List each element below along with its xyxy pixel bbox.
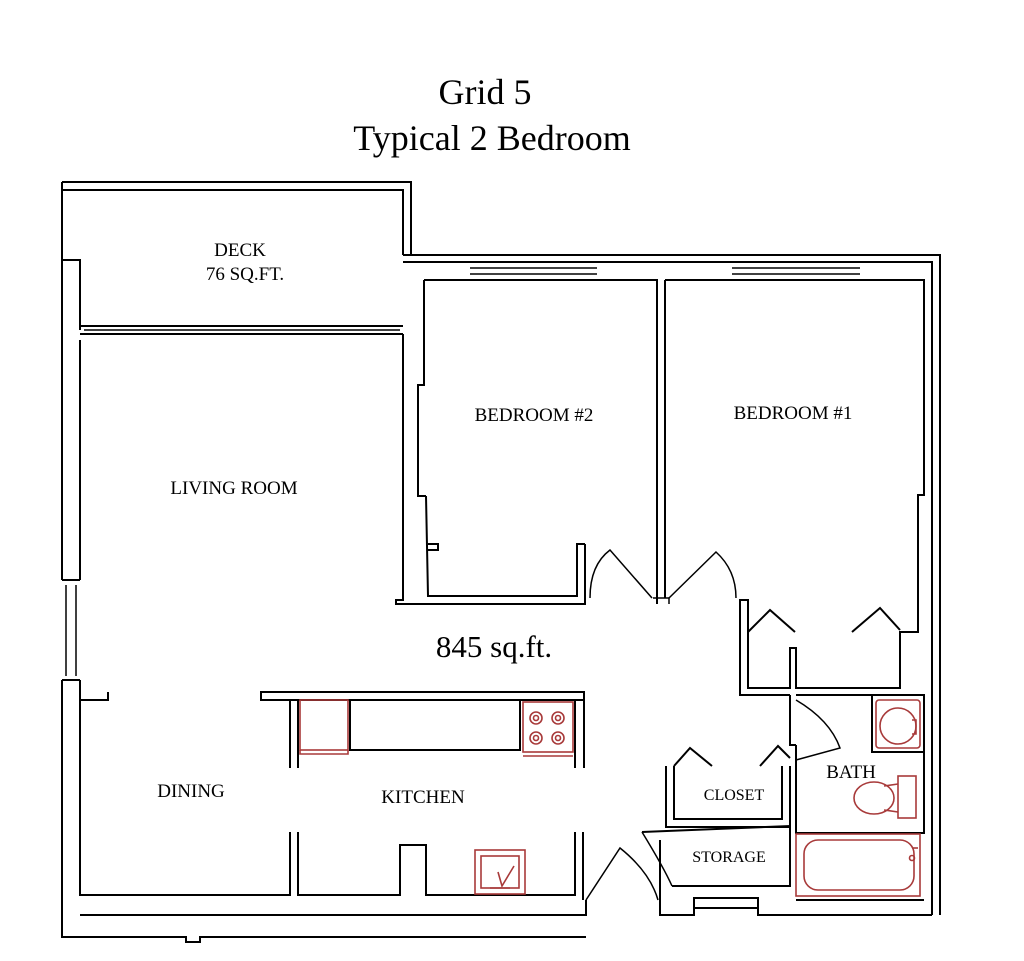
total-area-label: 845 sq.ft.: [436, 629, 552, 664]
dining-label: DINING: [157, 781, 225, 802]
bedroom-1-walls: [664, 279, 925, 696]
bedroom-2-walls: [395, 254, 941, 915]
bedroom-1-label: BEDROOM #1: [734, 403, 853, 424]
kitchen-upper-counter: [260, 691, 585, 768]
stove-icon: [522, 701, 574, 757]
bathroom-sink-icon: [875, 699, 921, 749]
kitchen-sink-icon: [474, 849, 526, 895]
outer-walls: [61, 260, 587, 943]
dishwasher: [299, 699, 349, 755]
bedroom-2-label: BEDROOM #2: [475, 405, 594, 426]
deck-label: DECK: [214, 240, 266, 261]
living-room-label: LIVING ROOM: [170, 478, 297, 499]
plan-subtitle: Typical 2 Bedroom: [353, 118, 630, 158]
bath-door: [795, 699, 841, 761]
plan-title: Grid 5: [439, 72, 532, 112]
toilet-icon: [853, 775, 917, 819]
deck-area-label: 76 SQ.FT.: [206, 264, 284, 285]
deck-walls: [61, 181, 412, 335]
closet-walls: [665, 744, 791, 828]
storage-walls: [641, 824, 932, 916]
bedroom-2-door: [589, 548, 653, 599]
bath-walls: [789, 694, 925, 901]
bath-label: BATH: [826, 762, 876, 783]
storage-label: STORAGE: [692, 849, 766, 866]
entry-door: [585, 846, 659, 901]
bathtub-icon: [795, 833, 921, 897]
kitchen-label: KITCHEN: [381, 787, 465, 808]
bedroom-1-door: [668, 550, 737, 599]
closet-label: CLOSET: [704, 787, 765, 804]
